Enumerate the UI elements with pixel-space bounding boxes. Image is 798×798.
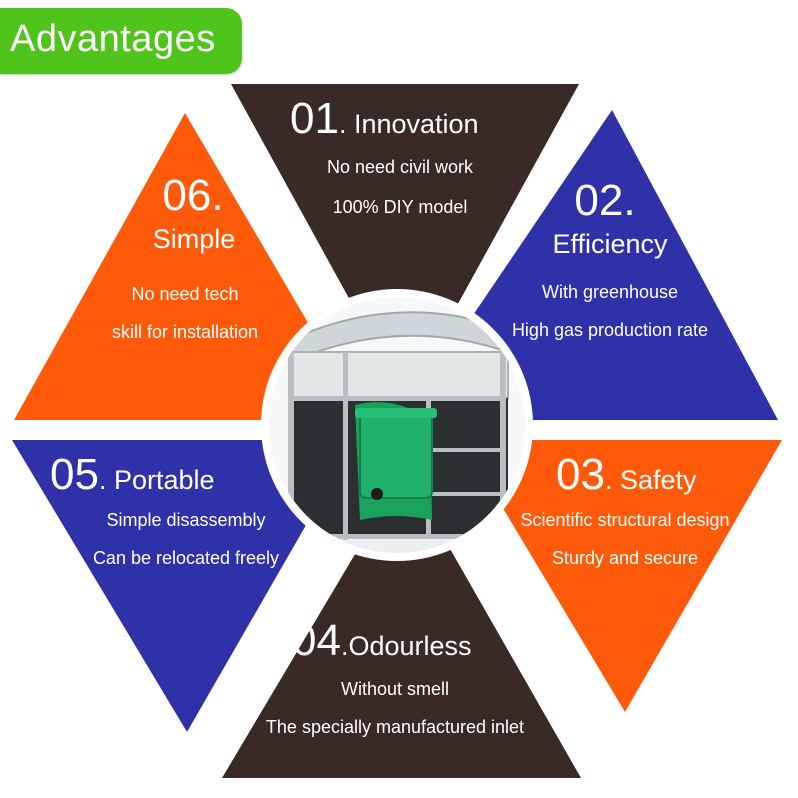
efficiency-line-2: High gas production rate bbox=[511, 320, 709, 340]
innovation-heading: 01. Innovation bbox=[290, 94, 479, 144]
simple-line-1: No need tech bbox=[131, 284, 239, 304]
odourless-line-2: The specially manufactured inlet bbox=[265, 717, 525, 737]
odourless-title: .Odourless bbox=[340, 631, 472, 661]
odourless-heading: 04.Odourless bbox=[292, 616, 472, 666]
triangle-portable bbox=[12, 440, 355, 732]
advantages-badge: Advantages bbox=[0, 8, 242, 74]
portable-heading: 05. Portable bbox=[50, 450, 215, 500]
triangle-odourless bbox=[222, 470, 581, 778]
efficiency-title: Efficiency bbox=[552, 229, 668, 259]
safety-line-1: Scientific structural design bbox=[520, 510, 730, 530]
safety-line-2: Sturdy and secure bbox=[551, 548, 699, 568]
green-bin bbox=[359, 411, 433, 499]
triangle-simple bbox=[14, 113, 365, 420]
portable-line-1: Simple disassembly bbox=[106, 510, 266, 530]
badge-label: Advantages bbox=[10, 18, 216, 60]
portable-line-2: Can be relocated freely bbox=[92, 548, 280, 568]
triangle-safety bbox=[462, 440, 782, 712]
simple-number: 06. bbox=[162, 171, 224, 220]
innovation-number: 01 bbox=[290, 94, 339, 143]
odourless-line-1: Without smell bbox=[340, 679, 450, 699]
innovation-line-2: 100% DIY model bbox=[332, 197, 468, 217]
safety-title: . Safety bbox=[604, 465, 697, 495]
efficiency-number: 02. bbox=[574, 176, 636, 225]
odourless-number: 04 bbox=[292, 616, 341, 665]
simple-title: Simple bbox=[152, 224, 236, 254]
efficiency-line-1: With greenhouse bbox=[541, 282, 679, 302]
portable-title: . Portable bbox=[98, 465, 215, 495]
simple-line-2: skill for installation bbox=[111, 322, 259, 342]
innovation-title: . Innovation bbox=[338, 109, 479, 139]
safety-number: 03 bbox=[556, 450, 605, 499]
portable-number: 05 bbox=[50, 450, 99, 499]
innovation-line-1: No need civil work bbox=[326, 157, 474, 177]
center-photo bbox=[261, 289, 533, 561]
triangle-innovation bbox=[231, 84, 579, 400]
safety-heading: 03. Safety bbox=[556, 450, 697, 500]
